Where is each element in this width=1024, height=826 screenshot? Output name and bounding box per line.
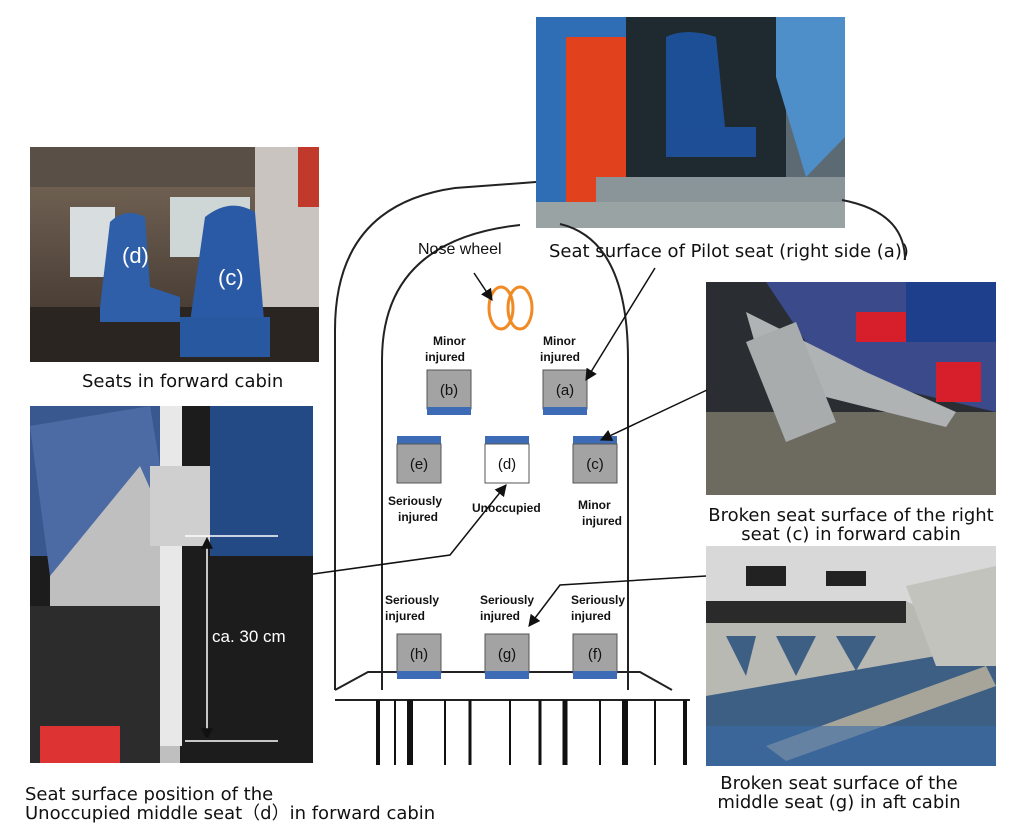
status-h-line2: injured [385, 609, 425, 623]
status-a-line2: injured [540, 350, 580, 364]
status-e-line1: Seriously [388, 494, 442, 508]
seat-g-caption-line2: middle seat (g) in aft cabin [717, 792, 961, 813]
nose-wheel-label: Nose wheel [418, 241, 502, 258]
forward-cabin-caption: Seats in forward cabin [82, 371, 284, 392]
status-g-line2: injured [480, 609, 520, 623]
seat-c-photo [706, 282, 996, 495]
seat-e: (e) [396, 436, 442, 484]
seat-d-caption-line2: Unoccupied middle seat（d）in forward cabi… [25, 803, 436, 824]
status-c-line1: Minor [578, 498, 611, 512]
svg-text:(d): (d) [498, 456, 516, 473]
svg-text:(c): (c) [586, 456, 604, 473]
arrow-pilot-to-a [585, 267, 656, 382]
seat-d-photo [30, 406, 313, 763]
seat-g: (g) [484, 633, 530, 679]
status-b-line2: injured [425, 350, 465, 364]
status-b-line1: Minor [433, 334, 466, 348]
forward-cabin-label-c: (c) [218, 265, 244, 290]
seat-c: (c) [572, 436, 618, 484]
arrow-d-photo-to-d [312, 484, 507, 575]
status-f-line1: Seriously [571, 593, 625, 607]
seat-c-caption-line2: seat (c) in forward cabin [741, 524, 961, 545]
status-a-line1: Minor [543, 334, 576, 348]
svg-text:(a): (a) [556, 382, 574, 399]
svg-text:(g): (g) [498, 646, 516, 663]
seat-h: (h) [396, 633, 442, 679]
status-f-line2: injured [571, 609, 611, 623]
forward-cabin-photo: (d) (c) [30, 147, 319, 362]
nose-wheel-arrow [473, 272, 493, 301]
seat-f: (f) [572, 633, 618, 679]
status-c-line2: injured [582, 514, 622, 528]
seat-g-caption-line1: Broken seat surface of the [720, 773, 958, 794]
status-h-line1: Seriously [385, 593, 439, 607]
seat-d-caption-line1: Seat surface position of the [25, 784, 274, 805]
svg-text:(f): (f) [588, 646, 602, 663]
svg-text:(e): (e) [410, 456, 428, 473]
arrow-c-photo-to-c [599, 389, 708, 441]
status-d-line1: Unoccupied [472, 501, 541, 515]
seat-a: (a) [542, 369, 588, 415]
svg-text:(h): (h) [410, 646, 428, 663]
seat-g-photo [706, 546, 996, 766]
nose-wheel-icon [487, 285, 534, 331]
pilot-seat-caption: Seat surface of Pilot seat (right side (… [549, 241, 909, 262]
seat-b: (b) [426, 369, 472, 415]
arrow-g-photo-to-g [528, 575, 707, 627]
pilot-seat-photo [536, 17, 845, 228]
svg-text:(b): (b) [440, 382, 458, 399]
status-g-line1: Seriously [480, 593, 534, 607]
status-e-line2: injured [398, 510, 438, 524]
seat-c-caption-line1: Broken seat surface of the right [708, 505, 994, 526]
fuselage-bottom-ribs [376, 700, 687, 765]
seat-d: (d) [484, 436, 530, 484]
forward-cabin-label-d: (d) [122, 243, 149, 268]
